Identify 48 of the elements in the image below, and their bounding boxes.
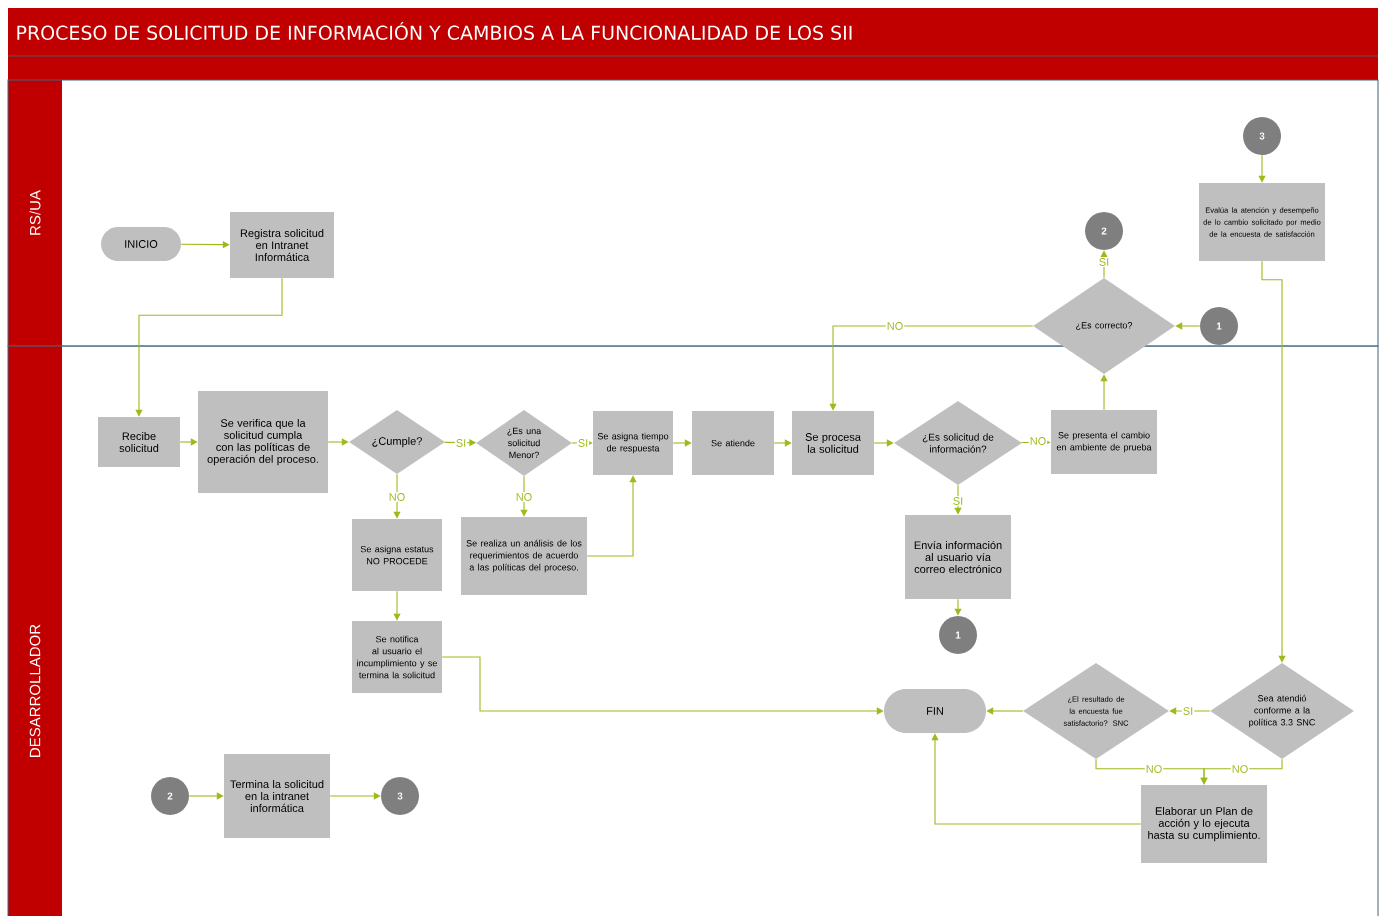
title: PROCESO DE SOLICITUD DE INFORMACIÓN Y CAMBIOS A LA FUNCIONALIDAD DE LOS SII	[17, 22, 852, 40]
process-box: Recibe solicitud	[98, 417, 180, 467]
edge-label: NO	[387, 492, 407, 502]
arrow	[672, 439, 692, 447]
arrow	[954, 484, 962, 515]
edge-label: NO	[1028, 436, 1048, 446]
arrow	[1175, 322, 1201, 330]
edge-label: NO	[885, 321, 905, 331]
arrow	[873, 439, 894, 447]
arrow	[135, 277, 283, 417]
edge-label: NO	[514, 492, 534, 502]
process-box: Se procesa la solicitud	[792, 411, 874, 475]
process-box: Se verifica que la solicitud cumpla con las políticas de operación del proceso.	[198, 391, 328, 493]
edge-label: SI	[1097, 257, 1111, 267]
arrow	[179, 438, 198, 446]
arrow	[829, 325, 1034, 411]
arrow	[329, 792, 381, 800]
arrow	[1100, 374, 1108, 411]
arrow	[773, 439, 792, 447]
arrow	[1095, 758, 1208, 785]
arrow	[188, 792, 224, 800]
arrow	[954, 598, 962, 616]
process-box: Elaborar un Plan de acción y lo ejecuta hasta su cumplimiento.	[1141, 785, 1267, 863]
arrow	[441, 656, 884, 715]
edge-label: NO	[1144, 764, 1164, 774]
process-box: Se asigna tiempo de respuesta	[593, 411, 673, 475]
process-box: Se atiende	[692, 411, 774, 475]
edge-label: NO	[1230, 764, 1250, 774]
process-box: Se presenta el cambio en ambiente de prueba	[1051, 410, 1157, 474]
arrow	[1261, 260, 1286, 663]
edge-label: SI	[454, 438, 468, 448]
edge-label: SI	[951, 496, 965, 506]
edge-label: SI	[576, 438, 590, 448]
process-box: Se notifica al usuario el incumplimiento y se termina la solicitud	[352, 621, 442, 693]
process-box: Envía información al usuario vía correo electrónico	[905, 515, 1011, 599]
arrow	[586, 475, 637, 557]
arrow	[327, 438, 349, 446]
process-box: Registra solicitud en Intranet Informática	[230, 212, 334, 278]
arrow	[931, 733, 1142, 825]
edge-label: SI	[1181, 706, 1195, 716]
arrow	[1169, 707, 1211, 715]
arrow	[393, 473, 401, 519]
arrow	[1258, 154, 1266, 183]
process-box: Se realiza un análisis de los requerimientos de acuerdo a las políticas del proceso.	[461, 517, 587, 595]
arrow	[393, 590, 401, 621]
arrow	[986, 707, 1024, 715]
process-box: Se asigna estatus NO PROCEDE	[352, 519, 442, 591]
process-box: Termina la solicitud en la intranet informática	[224, 754, 330, 838]
